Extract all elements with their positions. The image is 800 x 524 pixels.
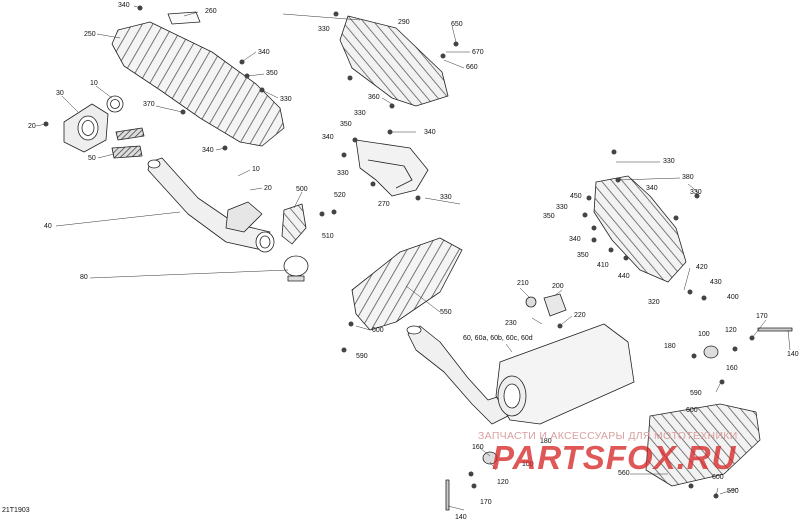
heat-shield-290 [339,15,449,107]
callout-label: 120 [497,479,509,486]
callout-label: 330 [663,158,675,165]
callout-label: 320 [648,299,660,306]
callout-label: 10 [90,80,98,87]
callout-label: 170 [756,313,768,320]
callout-label: 330 [337,170,349,177]
callout-label: 440 [618,273,630,280]
bracket-200 [543,293,567,317]
callout-label: 340 [569,236,581,243]
callout-label: 600 [372,327,384,334]
grommet-100 [703,345,719,359]
callout-label: 340 [322,134,334,141]
callout-label: 340 [118,2,130,9]
bracket-40 [225,201,263,233]
watermark-logo: PARTSFOX.RU [492,439,737,476]
callout-label: 430 [710,279,722,286]
callout-label: 20 [264,185,272,192]
callout-label: 100 [522,461,534,468]
callout-label: 220 [574,312,586,319]
callout-label: 410 [597,262,609,269]
callout-label: 180 [540,438,552,445]
callout-label: 20 [28,123,36,130]
heat-shield-550 [351,237,463,331]
callout-label: 330 [440,194,452,201]
callout-label: 350 [543,213,555,220]
callout-label: 120 [725,327,737,334]
callout-label: 160 [472,444,484,451]
callout-label: 230 [505,320,517,327]
callout-label: 350 [266,70,278,77]
callout-label: 330 [556,204,568,211]
callout-label: 590 [727,488,739,495]
callout-label: 330 [280,96,292,103]
callout-label: 80 [80,274,88,281]
heat-shield-560 [645,403,761,487]
heat-shield-320 [593,175,687,283]
clamp-80 [283,255,309,277]
springs-50 [111,127,145,159]
callout-label: 400 [727,294,739,301]
callout-label: 330 [318,26,330,33]
callout-label: 340 [424,129,436,136]
callout-label: 260 [205,8,217,15]
callout-label: 60, 60a, 60b, 60c, 60d [463,335,533,342]
callout-label: 670 [472,49,484,56]
callout-label: 160 [726,365,738,372]
callout-label: 290 [398,19,410,26]
callout-label: 50 [88,155,96,162]
callout-label: 270 [378,201,390,208]
callout-label: 330 [354,110,366,117]
callout-label: 550 [440,309,452,316]
callout-label: 140 [455,514,467,521]
callout-label: 560 [618,470,630,477]
callout-label: 590 [690,390,702,397]
callout-label: 10 [252,166,260,173]
callout-label: 660 [466,64,478,71]
bracket-270 [355,139,429,197]
callout-label: 650 [451,21,463,28]
callout-label: 420 [696,264,708,271]
shield-500 [281,203,307,245]
callout-label: 340 [646,185,658,192]
callout-label: 140 [787,351,799,358]
callout-label: 600 [712,474,724,481]
callout-label: 170 [480,499,492,506]
callout-label: 340 [258,49,270,56]
diagram-id: 21T1903 [2,507,30,514]
callout-label: 600 [686,407,698,414]
callout-label: 350 [577,252,589,259]
callout-label: 500 [296,186,308,193]
callout-label: 210 [517,280,529,287]
callout-label: 510 [322,233,334,240]
callout-label: 520 [334,192,346,199]
callout-label: 370 [143,101,155,108]
grommet-100b [482,451,498,465]
heat-shield-250 [111,21,285,147]
callout-label: 100 [698,331,710,338]
bolt-140b [445,479,450,511]
callout-label: 590 [356,353,368,360]
callout-label: 450 [570,193,582,200]
callout-label: 350 [340,121,352,128]
callout-label: 360 [368,94,380,101]
watermark-text: ЗАПЧАСТИ И АКСЕССУАРЫ ДЛЯ МОТОТЕХНИКИ [478,430,738,442]
callout-label: 180 [664,343,676,350]
callout-label: 30 [56,90,64,97]
callout-label: 40 [44,223,52,230]
callout-label: 250 [84,31,96,38]
plate-260 [167,11,201,25]
callout-label: 380 [682,174,694,181]
callout-label: 340 [202,147,214,154]
bolt-140 [757,327,793,332]
callout-label: 200 [552,283,564,290]
callout-label: 330 [690,189,702,196]
